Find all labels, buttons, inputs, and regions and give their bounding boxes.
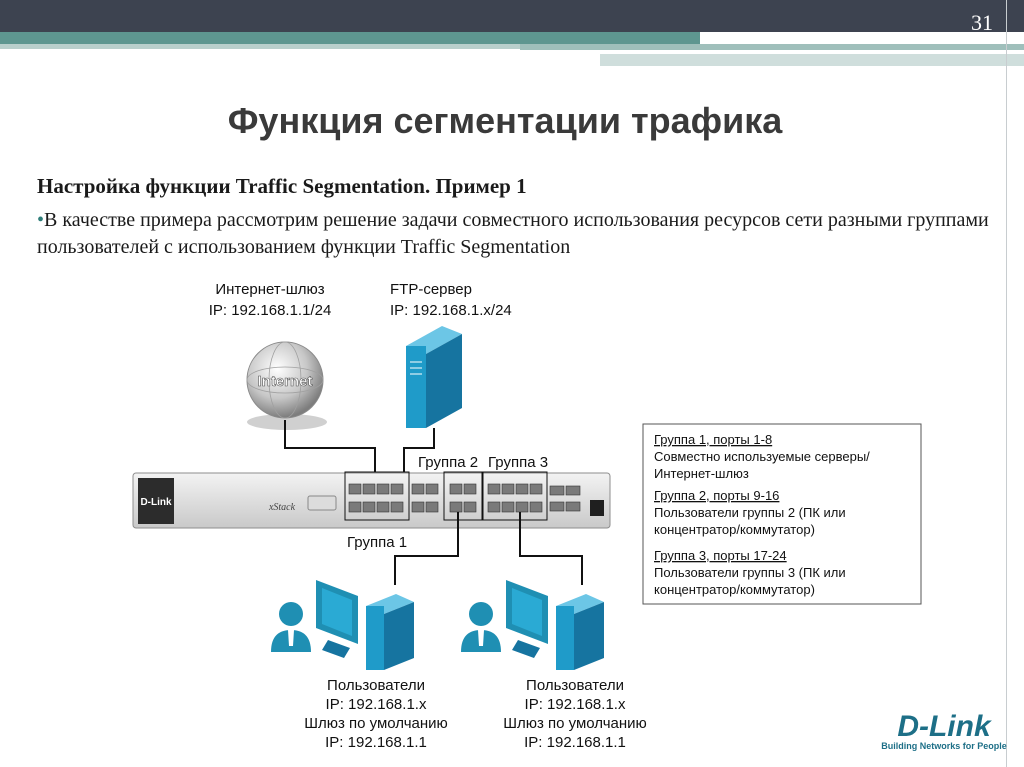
ftp-ip: IP: 192.168.1.x/24 bbox=[390, 302, 512, 319]
dlink-logo: D-Link Building Networks for People bbox=[881, 710, 1007, 751]
switch-brand: D-Link bbox=[140, 497, 172, 508]
internet-globe-icon: Internet bbox=[247, 342, 327, 430]
group3-label: Группа 3 bbox=[488, 454, 548, 471]
monitor-icon bbox=[316, 580, 358, 658]
monitor-icon bbox=[506, 580, 548, 658]
legend-g1-line: Совместно используемые серверы/ bbox=[654, 449, 870, 464]
globe-label: Internet bbox=[257, 373, 312, 390]
legend-box: Группа 1, порты 1-8 Совместно используем… bbox=[643, 424, 921, 604]
pc-tower-icon bbox=[556, 594, 604, 670]
user-person-icon bbox=[461, 602, 501, 652]
user-person-icon bbox=[271, 602, 311, 652]
legend-g3-line: концентратор/коммутатор) bbox=[654, 582, 815, 597]
left-users-gateway-ip: IP: 192.168.1.1 bbox=[325, 734, 427, 751]
right-users-ip: IP: 192.168.1.x bbox=[525, 696, 626, 713]
left-users-ip: IP: 192.168.1.x bbox=[326, 696, 427, 713]
left-users-title: Пользователи bbox=[327, 677, 425, 694]
switch-series: xStack bbox=[268, 502, 296, 513]
ftp-name: FTP-сервер bbox=[390, 281, 472, 298]
legend-g1-title: Группа 1, порты 1-8 bbox=[654, 432, 772, 447]
legend-g3-line: Пользователи группы 3 (ПК или bbox=[654, 565, 846, 580]
right-users-title: Пользователи bbox=[526, 677, 624, 694]
left-user-workstation-icon bbox=[271, 580, 414, 670]
ftp-server-icon bbox=[406, 326, 462, 428]
group1-label: Группа 1 bbox=[347, 534, 407, 551]
legend-g2-title: Группа 2, порты 9-16 bbox=[654, 488, 779, 503]
gateway-ip: IP: 192.168.1.1/24 bbox=[209, 302, 332, 319]
logo-tagline: Building Networks for People bbox=[881, 741, 1007, 751]
legend-g1-line: Интернет-шлюз bbox=[654, 466, 749, 481]
gateway-name: Интернет-шлюз bbox=[215, 281, 324, 298]
group2-label: Группа 2 bbox=[418, 454, 478, 471]
pc-tower-icon bbox=[366, 594, 414, 670]
legend-g2-line: Пользователи группы 2 (ПК или bbox=[654, 505, 846, 520]
right-user-workstation-icon bbox=[461, 580, 604, 670]
right-users-gateway-label: Шлюз по умолчанию bbox=[503, 715, 647, 732]
legend-g2-line: концентратор/коммутатор) bbox=[654, 522, 815, 537]
left-users-gateway-label: Шлюз по умолчанию bbox=[304, 715, 448, 732]
logo-brand: D-Link bbox=[897, 710, 992, 743]
right-users-gateway-ip: IP: 192.168.1.1 bbox=[524, 734, 626, 751]
legend-g3-title: Группа 3, порты 17-24 bbox=[654, 548, 787, 563]
